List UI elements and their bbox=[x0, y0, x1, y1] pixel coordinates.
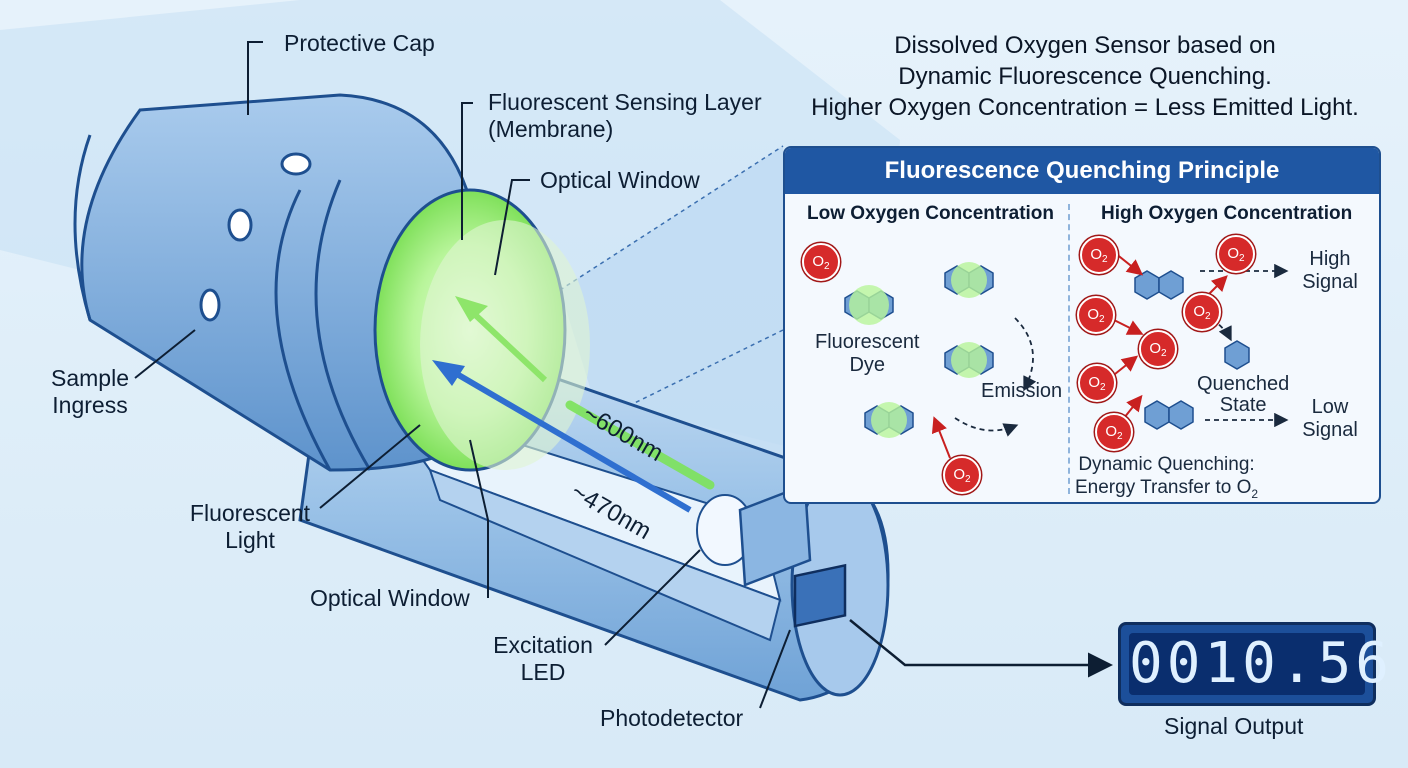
molecule-diagram bbox=[844, 252, 1289, 459]
sensing-layer-line-2: (Membrane) bbox=[488, 116, 614, 142]
o2-molecule: O2 bbox=[943, 456, 981, 494]
signal-output-display: 0010.56 bbox=[1118, 622, 1394, 706]
o2-molecule: O2 bbox=[1095, 413, 1133, 451]
o2-subscript: 2 bbox=[965, 474, 971, 485]
o2-symbol: O bbox=[1087, 306, 1100, 323]
low-signal-line-2: Signal bbox=[1302, 419, 1358, 441]
excitation-led-line-1: Excitation bbox=[493, 632, 593, 658]
o2-symbol: O bbox=[1227, 245, 1240, 262]
dynamic-quenching-line-1: Dynamic Quenching: bbox=[1078, 454, 1255, 475]
o2-subscript: 2 bbox=[1239, 253, 1245, 264]
o2-subscript: 2 bbox=[1161, 348, 1167, 359]
low-signal-label: Low Signal bbox=[1300, 396, 1360, 442]
o2-subscript: 2 bbox=[1205, 311, 1211, 322]
o2-symbol: O bbox=[1193, 303, 1206, 320]
o2-molecule: O2 bbox=[1217, 235, 1255, 273]
o2-subscript: 2 bbox=[1117, 431, 1123, 442]
optical-window-top-label: Optical Window bbox=[540, 167, 700, 193]
panel-title: Fluorescence Quenching Principle bbox=[785, 148, 1379, 194]
dynamic-quenching-label: Dynamic Quenching: Energy Transfer to O2 bbox=[1075, 453, 1259, 502]
o2-subscript: 2 bbox=[1100, 382, 1106, 393]
o2-subscript: 2 bbox=[824, 261, 830, 272]
o2-symbol: O bbox=[1149, 340, 1162, 357]
fluorescent-dye-line-2: Dye bbox=[849, 354, 886, 376]
photodetector-label: Photodetector bbox=[600, 705, 744, 731]
title-line-2: Dynamic Fluorescence Quenching. bbox=[898, 63, 1272, 90]
emission-arrow bbox=[467, 307, 548, 383]
quenched-state-label: Quenched State bbox=[1197, 374, 1289, 416]
o2-molecule: O2 bbox=[1077, 296, 1115, 334]
dynamic-quenching-line-2: Energy Transfer to O2 bbox=[1075, 476, 1259, 502]
title-line-3: Higher Oxygen Concentration = Less Emitt… bbox=[811, 94, 1359, 121]
fluorescent-light-line-2: Light bbox=[225, 527, 275, 553]
sample-ingress-line-1: Sample bbox=[51, 365, 129, 391]
fluorescent-light-label: Fluorescent Light bbox=[180, 500, 320, 554]
sample-ingress-label: Sample Ingress bbox=[40, 365, 140, 419]
photodetector-shape bbox=[793, 563, 847, 628]
sensing-layer-label: Fluorescent Sensing Layer (Membrane) bbox=[488, 89, 762, 143]
o2-subscript: 2 bbox=[1102, 254, 1108, 265]
fluorescent-light-line-1: Fluorescent bbox=[189, 500, 311, 526]
sensing-layer-line-1: Fluorescent Sensing Layer bbox=[488, 89, 762, 115]
o2-symbol: O bbox=[812, 253, 825, 270]
quenching-principle-panel: Fluorescence Quenching Principle Low Oxy… bbox=[783, 146, 1381, 504]
quenched-line-1: Quenched bbox=[1197, 373, 1290, 395]
low-signal-line-1: Low bbox=[1311, 396, 1349, 418]
title-line-1: Dissolved Oxygen Sensor based on bbox=[894, 32, 1276, 59]
o2-symbol: O bbox=[1090, 246, 1103, 263]
signal-output-label: Signal Output bbox=[1164, 713, 1304, 739]
panel-divider bbox=[1068, 204, 1070, 494]
o2-molecule: O2 bbox=[802, 243, 840, 281]
high-signal-line-2: Signal bbox=[1302, 271, 1358, 293]
excitation-led-label: Excitation LED bbox=[488, 632, 598, 686]
protective-cap-label: Protective Cap bbox=[284, 30, 435, 56]
display-readout: 0010.56 bbox=[1129, 631, 1394, 696]
o2-subscript: 2 bbox=[1099, 314, 1105, 325]
o2-symbol: O bbox=[953, 466, 966, 483]
o2-symbol: O bbox=[1088, 374, 1101, 391]
o2-molecule: O2 bbox=[1139, 330, 1177, 368]
o2-symbol: O bbox=[1105, 423, 1118, 440]
excitation-led-line-2: LED bbox=[520, 659, 566, 685]
excitation-beam bbox=[448, 367, 692, 513]
low-oxygen-heading: Low Oxygen Concentration bbox=[807, 203, 1055, 224]
o2-molecule: O2 bbox=[1078, 364, 1116, 402]
energy-transfer-text: Energy Transfer to O bbox=[1075, 477, 1252, 498]
energy-transfer-subscript: 2 bbox=[1251, 486, 1259, 501]
quenched-line-2: State bbox=[1219, 394, 1267, 416]
cap-hole bbox=[199, 288, 221, 322]
sample-ingress-line-2: Ingress bbox=[52, 392, 128, 418]
cap-hole bbox=[280, 152, 312, 176]
cap-hole bbox=[227, 208, 253, 242]
high-signal-label: High Signal bbox=[1300, 248, 1360, 294]
fluorescent-dye-label: Fluorescent Dye bbox=[815, 331, 920, 377]
fluorescent-dye-line-1: Fluorescent bbox=[815, 331, 920, 353]
optical-window-bottom-label: Optical Window bbox=[310, 585, 470, 611]
emission-label: Emission bbox=[981, 380, 1063, 402]
signal-arrow bbox=[849, 619, 1113, 678]
emission-beam bbox=[565, 400, 715, 490]
o2-molecule: O2 bbox=[1080, 236, 1118, 274]
o2-molecule: O2 bbox=[1183, 293, 1221, 331]
high-signal-line-1: High bbox=[1309, 248, 1351, 270]
diagram-title: Dissolved Oxygen Sensor based on Dynamic… bbox=[770, 30, 1400, 123]
high-oxygen-heading: High Oxygen Concentration bbox=[1101, 203, 1353, 224]
